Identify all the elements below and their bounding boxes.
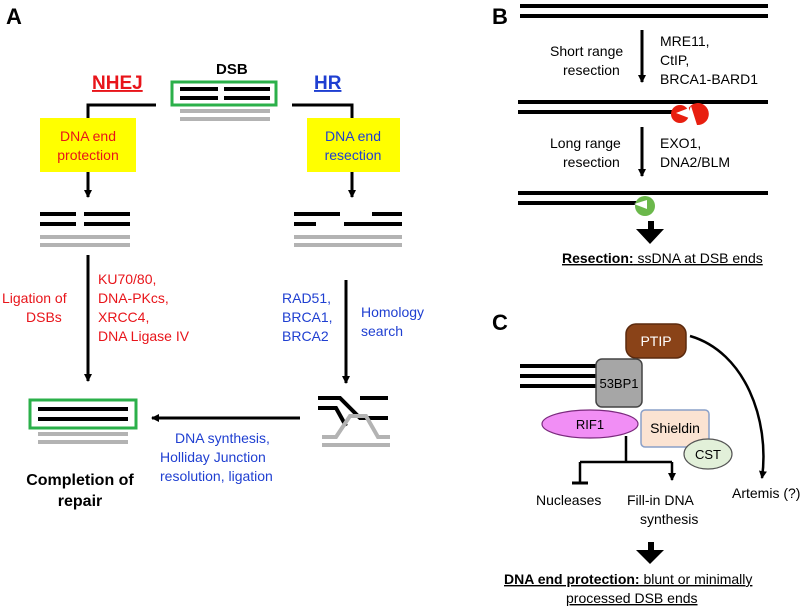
short-factor-2: CtIP, xyxy=(660,52,689,68)
completion-line-1: Completion of xyxy=(26,472,134,489)
holliday-junction-icon xyxy=(318,396,390,447)
dsb-label: DSB xyxy=(216,61,248,78)
nhej-title: NHEJ xyxy=(92,73,143,94)
end-protection-summary: DNA end protection: blunt or minimally p… xyxy=(504,571,752,606)
exo1-notch-icon xyxy=(634,200,647,209)
short-range-line-1: Short range xyxy=(550,43,623,59)
ptip-protein xyxy=(625,323,687,359)
fill-in-line-2: synthesis xyxy=(640,511,698,527)
repaired-dna-icon xyxy=(38,407,128,444)
hr-title: HR xyxy=(314,73,342,94)
resection-summary-bold: Resection: xyxy=(562,250,634,266)
short-factor-3: BRCA1-BARD1 xyxy=(660,71,758,87)
shieldin-complex xyxy=(640,409,710,448)
53bp1-label: 53BP1 xyxy=(599,376,638,391)
shieldin-label: Shieldin xyxy=(650,420,700,436)
resection-summary: Resection: ssDNA at DSB ends xyxy=(562,250,763,266)
panel-a: A DSB NHEJ HR DNA end protection DNA end… xyxy=(2,4,424,510)
nhej-factor-2: DNA-PKcs, xyxy=(98,290,169,306)
nhej-protected-dna-icon xyxy=(40,212,130,247)
end-protection-bold: DNA end protection: xyxy=(504,571,640,587)
hr-branch-line xyxy=(292,103,354,118)
dsb-dna-icon xyxy=(180,87,270,121)
rif1-label: RIF1 xyxy=(576,417,604,432)
nhej-factor-4: DNA Ligase IV xyxy=(98,328,190,344)
dsb-highlight-box xyxy=(170,80,278,107)
c-result-arrow xyxy=(636,542,664,564)
synthesis-line-1: DNA synthesis, xyxy=(175,430,270,446)
synthesis-line-2: Holliday Junction xyxy=(160,449,266,465)
nucleases-label: Nucleases xyxy=(536,492,601,508)
nhej-factor-3: XRCC4, xyxy=(98,309,149,325)
svg-text:Resection: ssDNA at DSB ends: Resection: ssDNA at DSB ends xyxy=(562,250,763,266)
ligation-label-line-1: Ligation of xyxy=(2,290,67,306)
panel-b-label: B xyxy=(492,4,508,29)
long-range-line-2: resection xyxy=(563,154,620,170)
hr-factor-1: RAD51, xyxy=(282,290,331,306)
repaired-dna-box xyxy=(28,398,138,430)
nhej-protection-box xyxy=(40,118,136,172)
short-range-line-2: resection xyxy=(563,62,620,78)
hr-factor-3: BRCA2 xyxy=(282,328,329,344)
hr-box-line-1: DNA end xyxy=(325,128,381,144)
hr-resection-box xyxy=(307,118,400,172)
ptip-label: PTIP xyxy=(640,333,671,349)
mre11-complex-icon xyxy=(686,103,709,126)
panel-b: B Short range resection MRE11, CtIP, BRC… xyxy=(492,4,768,266)
rif1-protein xyxy=(541,409,639,439)
hr-box-line-2: resection xyxy=(325,147,382,163)
panel-c-label: C xyxy=(492,310,508,335)
short-factor-1: MRE11, xyxy=(660,33,710,49)
long-range-line-1: Long range xyxy=(550,135,621,151)
cst-label: CST xyxy=(695,447,721,462)
long-factor-2: DNA2/BLM xyxy=(660,154,730,170)
nhej-branch-line xyxy=(86,103,156,118)
end-protection-line-2: processed DSB ends xyxy=(566,590,698,606)
long-factor-1: EXO1, xyxy=(660,135,701,151)
cst-complex xyxy=(683,438,733,470)
panel-c: C PTIP 53BP1 RIF1 Shieldin CST Artemis (… xyxy=(492,310,800,606)
completion-line-2: repair xyxy=(58,493,102,510)
ptip-artemis-arrow xyxy=(689,334,767,479)
b-result-arrow xyxy=(636,221,664,244)
fill-in-line-1: Fill-in DNA xyxy=(627,492,695,508)
homology-label-line-2: search xyxy=(361,323,403,339)
nhej-box-line-1: DNA end xyxy=(60,128,116,144)
panel-a-label: A xyxy=(6,4,22,29)
nhej-box-line-2: protection xyxy=(57,147,118,163)
synthesis-line-3: resolution, ligation xyxy=(160,468,273,484)
svg-text:DNA end protection: blunt or m: DNA end protection: blunt or minimally xyxy=(504,571,752,587)
53bp1-protein xyxy=(595,358,643,408)
hr-resected-dna-icon xyxy=(294,212,402,247)
end-protection-rest: blunt or minimally xyxy=(640,571,753,587)
resection-summary-rest: ssDNA at DSB ends xyxy=(634,250,763,266)
homology-label-line-1: Homology xyxy=(361,304,424,320)
nhej-factor-1: KU70/80, xyxy=(98,271,156,287)
hr-factor-2: BRCA1, xyxy=(282,309,333,325)
artemis-label: Artemis (?) xyxy=(732,485,800,501)
mre11-notch-icon xyxy=(676,108,689,118)
ligation-label-line-2: DSBs xyxy=(26,309,62,325)
